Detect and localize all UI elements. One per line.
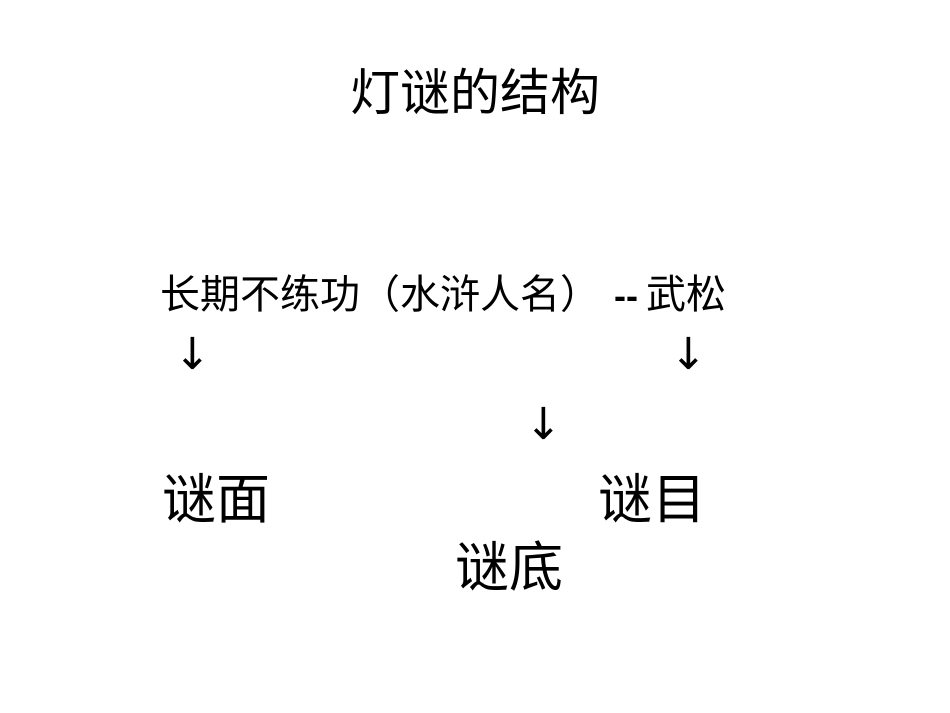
arrow-down-icon-left: ↓ — [174, 329, 211, 380]
riddle-question: 长期不练功（水浒人名） — [160, 272, 600, 318]
label-riddle-category: 谜目 — [598, 468, 706, 531]
label-riddle-face: 谜面 — [162, 468, 270, 531]
arrow-down-icon-middle: ↓ — [525, 399, 562, 450]
arrow-down-icon-right: ↓ — [670, 329, 707, 380]
riddle-separator: -- — [614, 275, 638, 316]
riddle-answer: 武松 — [645, 272, 726, 318]
page-title: 灯谜的结构 — [350, 64, 600, 122]
label-riddle-answer: 谜底 — [455, 536, 563, 599]
riddle-example: 长期不练功（水浒人名） --武松 — [160, 275, 726, 315]
